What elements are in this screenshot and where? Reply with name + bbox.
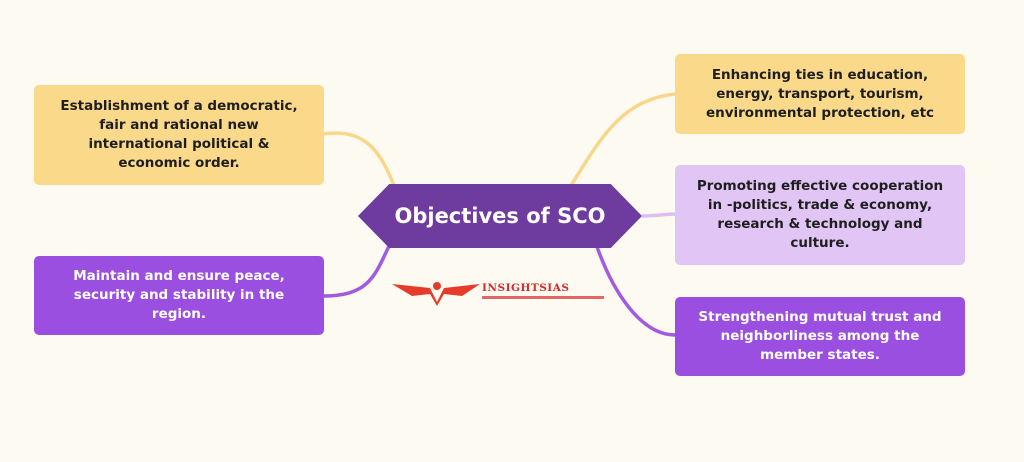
node-line: neighborliness among the <box>720 328 920 344</box>
central-topic-title: Objectives of SCO <box>394 204 606 228</box>
watermark-logo: INSIGHTSIAS <box>392 278 618 308</box>
connector-right-middle <box>641 212 676 218</box>
node-effective-cooperation: Promoting effective cooperation in -poli… <box>675 165 965 265</box>
central-topic: Objectives of SCO <box>358 184 642 248</box>
node-line: Enhancing ties in education, <box>711 66 929 83</box>
node-line: energy, transport, tourism, <box>716 85 924 102</box>
node-line: Establishment of a democratic, <box>60 98 298 114</box>
node-democratic-order: Establishment of a democratic, fair and … <box>34 85 324 185</box>
node-mutual-trust: Strengthening mutual trust and neighborl… <box>675 297 965 376</box>
watermark-underline <box>482 296 604 299</box>
connector-right-top <box>568 92 676 188</box>
connector-left-top <box>322 131 397 189</box>
node-line: research & technology and <box>717 216 923 232</box>
node-line: fair and rational new <box>99 117 259 133</box>
node-line: Maintain and ensure peace, <box>73 268 285 284</box>
connector-left-bottom <box>322 243 392 298</box>
bird-logo-icon <box>392 282 480 306</box>
connector-right-bottom <box>594 243 676 337</box>
watermark-text: INSIGHTSIAS <box>482 282 570 294</box>
node-line: Promoting effective cooperation <box>696 178 944 194</box>
node-line: security and stability in the <box>73 287 285 303</box>
node-line: economic order. <box>118 155 240 171</box>
node-line: member states. <box>760 347 880 363</box>
node-line: environmental protection, etc <box>705 104 935 121</box>
node-line: culture. <box>790 235 850 251</box>
node-peace-security: Maintain and ensure peace, security and … <box>34 256 324 335</box>
node-line: Strengthening mutual trust and <box>698 309 942 325</box>
node-line: region. <box>151 306 207 322</box>
node-enhancing-ties: Enhancing ties in education, energy, tra… <box>675 54 965 134</box>
node-line: international political & <box>88 136 270 152</box>
node-line: in -politics, trade & economy, <box>707 197 933 213</box>
